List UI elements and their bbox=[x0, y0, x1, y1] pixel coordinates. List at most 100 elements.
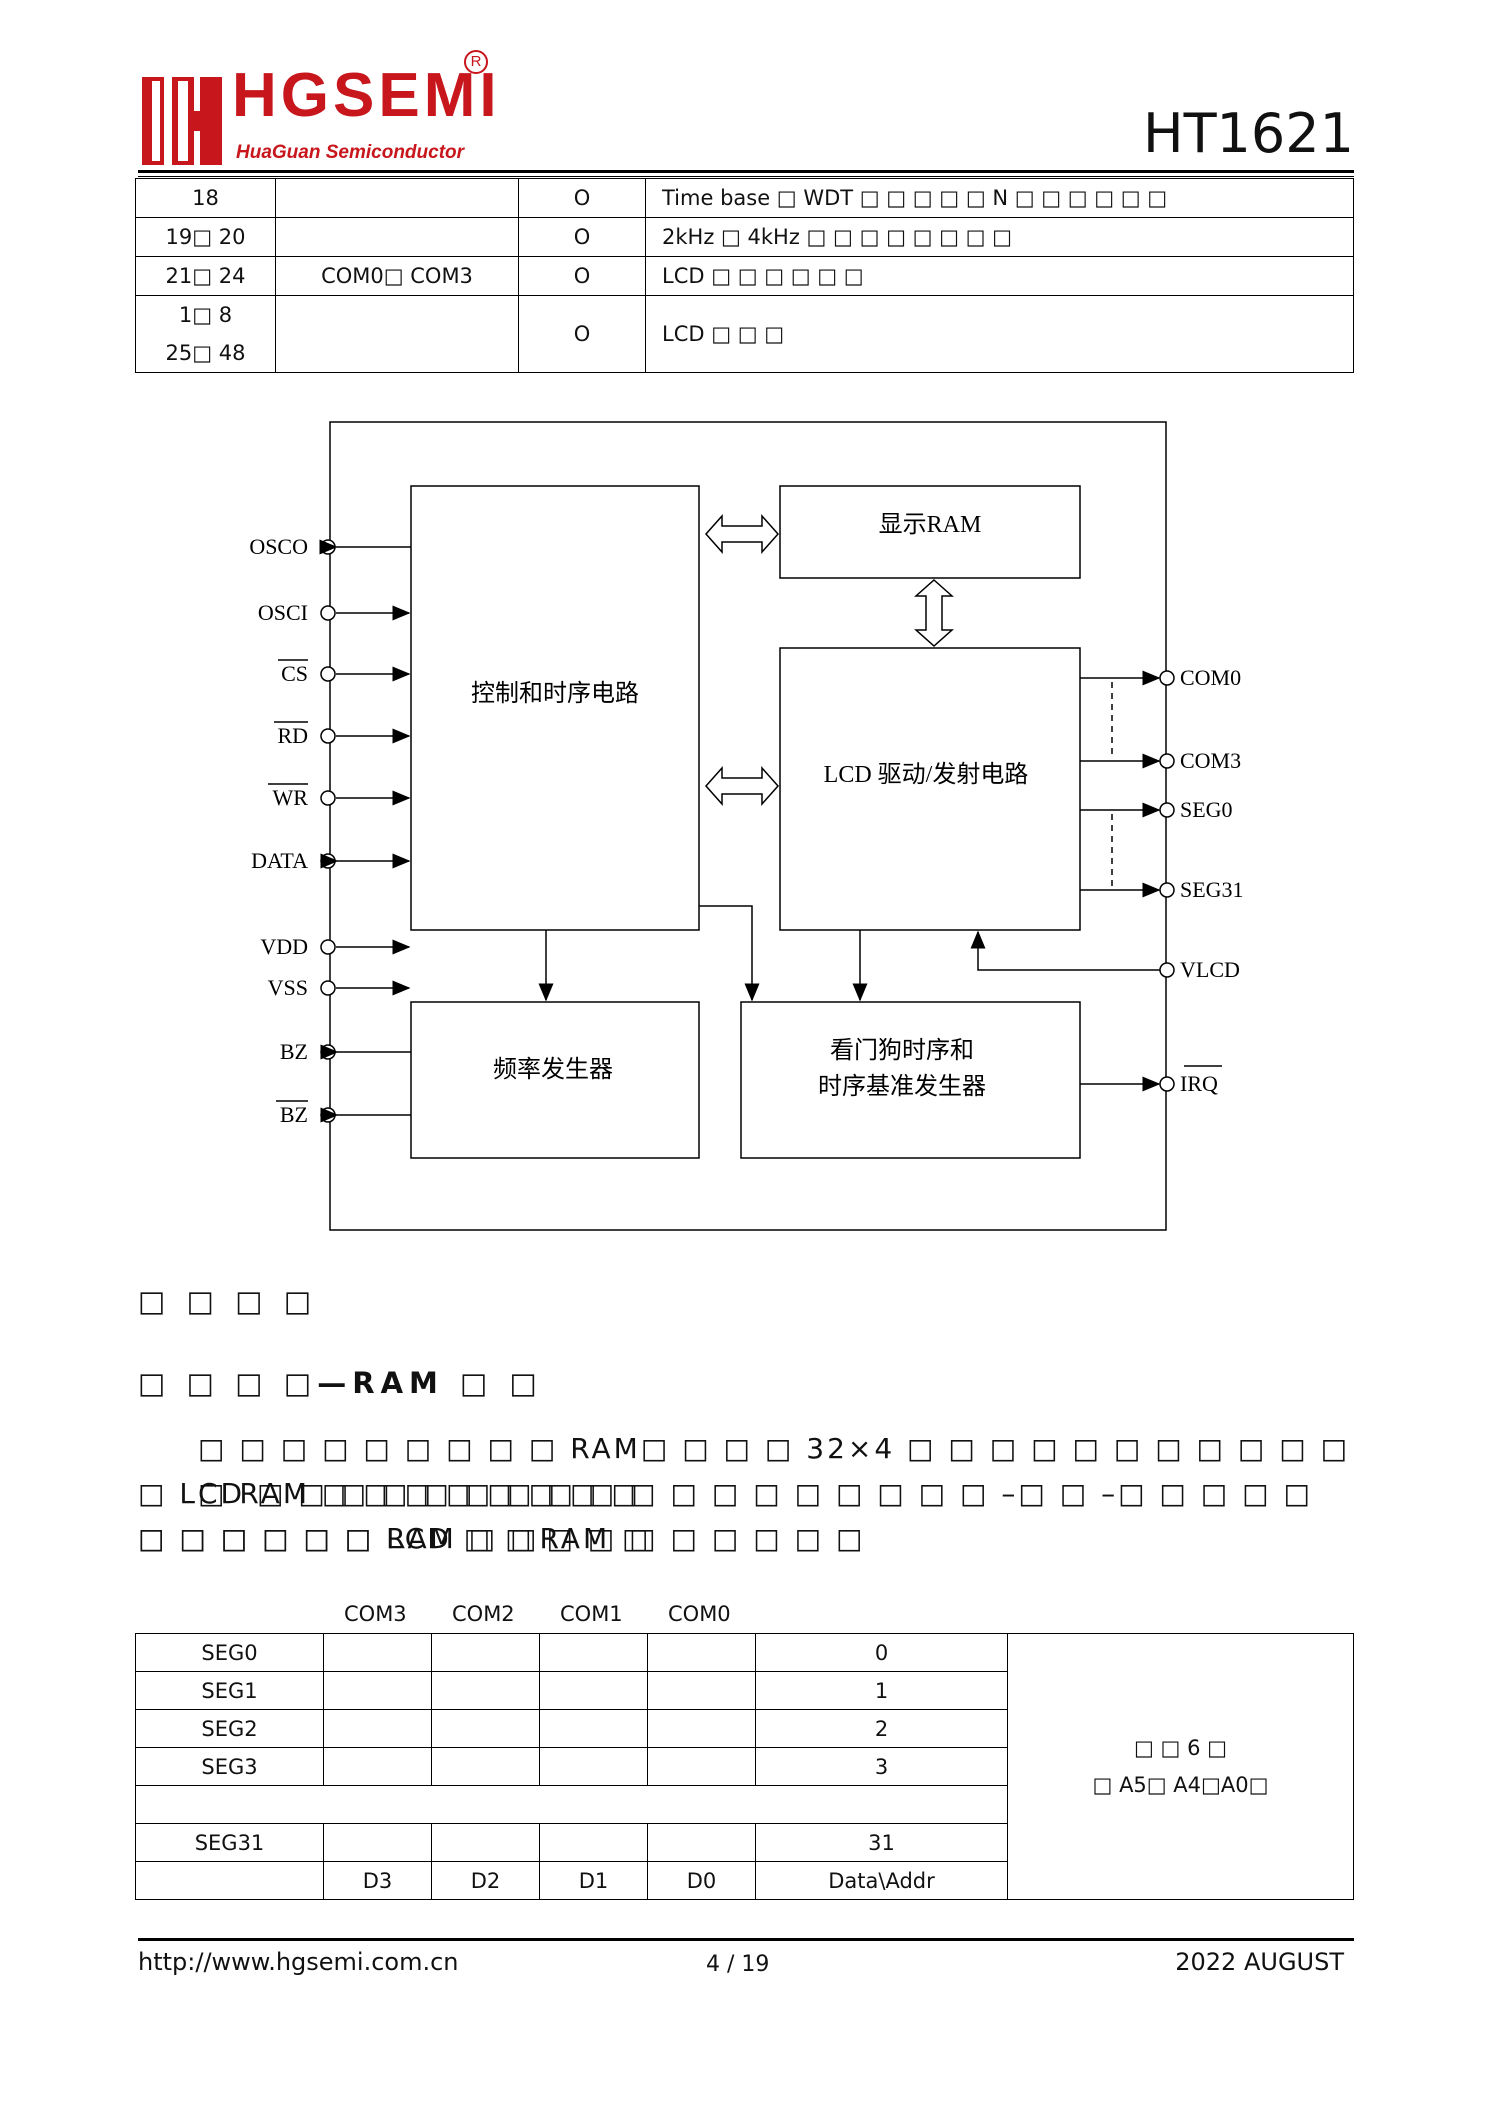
pin-name bbox=[275, 295, 519, 373]
pin-vss: VSS bbox=[268, 975, 308, 1000]
logo-mark-icon bbox=[142, 77, 222, 165]
wdt-label-1: 看门狗时序和 bbox=[830, 1037, 974, 1064]
pin-io: O bbox=[518, 295, 646, 373]
table-row: D3 D2 D1 D0 Data\Addr bbox=[135, 1861, 1354, 1900]
table-row bbox=[135, 1785, 1354, 1824]
bus-arrow-icon bbox=[704, 766, 780, 806]
ram-label: 显示RAM bbox=[879, 512, 982, 538]
table-row: 21□ 24 COM0□ COM3 O LCD □ □ □ □ □ □ bbox=[135, 256, 1354, 296]
section-subtitle: □ □ □ □—RAM □ □ bbox=[138, 1366, 543, 1400]
paragraph-line: □ □ □ □ □ □ LCD □ □ □ □ □ □ □ □ □ □ bbox=[138, 1522, 866, 1555]
wdt-block bbox=[740, 1001, 1081, 1159]
logo-subtitle: HuaGuan Semiconductor bbox=[236, 142, 465, 163]
pin-com0: COM0 bbox=[1180, 665, 1241, 690]
block-diagram: 控制和时序电路 显示RAM LCD 驱动/发射电路 频率发生器 看门狗时序和 时… bbox=[249, 421, 1244, 1231]
bus-arrow-icon bbox=[914, 578, 954, 648]
pin-wr: WR bbox=[273, 785, 309, 810]
pin-osco: OSCO bbox=[249, 534, 308, 559]
table-row: SEG3 3 bbox=[135, 1747, 1354, 1786]
section-title: □ □ □ □ bbox=[138, 1284, 318, 1318]
seg-cell: SEG1 bbox=[135, 1671, 324, 1710]
table-row: SEG0 0 □ □ 6 □ □ A5□ A4□A0□ bbox=[135, 1633, 1354, 1900]
addr-cell: 0 bbox=[755, 1633, 1008, 1672]
seg-cell: SEG3 bbox=[135, 1747, 324, 1786]
lcd-label: LCD 驱动/发射电路 bbox=[824, 761, 1029, 788]
pin-name bbox=[275, 217, 519, 257]
addr-cell: 3 bbox=[755, 1747, 1008, 1786]
pin-vlcd: VLCD bbox=[1180, 957, 1240, 982]
seg-cell: SEG0 bbox=[135, 1633, 324, 1672]
table-row: SEG1 1 bbox=[135, 1671, 1354, 1710]
addr-cell: 2 bbox=[755, 1709, 1008, 1748]
table-row: 18 O Time base □ WDT □ □ □ □ □ N □ □ □ □… bbox=[135, 178, 1354, 218]
freq-block bbox=[410, 1001, 700, 1159]
pin-cs: CS bbox=[281, 661, 308, 686]
wdt-label-2: 时序基准发生器 bbox=[818, 1073, 986, 1100]
pin-name bbox=[275, 178, 519, 218]
pin-desc: Time base □ WDT □ □ □ □ □ N □ □ □ □ □ □ bbox=[645, 178, 1354, 218]
registered-mark: R bbox=[464, 50, 488, 74]
address-note: □ □ 6 □ □ A5□ A4□A0□ bbox=[1007, 1633, 1354, 1900]
bus-arrow-icon bbox=[704, 514, 780, 554]
pin-bz: BZ bbox=[280, 1039, 308, 1064]
pin-com3: COM3 bbox=[1180, 748, 1241, 773]
pin-seg0: SEG0 bbox=[1180, 797, 1233, 822]
page-number: 4 / 19 bbox=[706, 1952, 770, 1977]
company-logo bbox=[138, 55, 498, 170]
ram-map-table: SEG0 0 □ □ 6 □ □ A5□ A4□A0□ SEG1 1 SEG2 … bbox=[135, 1633, 1354, 1900]
control-block bbox=[410, 485, 700, 931]
freq-label: 频率发生器 bbox=[493, 1056, 613, 1083]
model-number: HT1621 bbox=[1142, 102, 1354, 165]
col-header-com3: COM3 bbox=[344, 1602, 407, 1626]
seg-cell: SEG31 bbox=[135, 1823, 324, 1862]
pin-desc: 2kHz □ 4kHz □ □ □ □ □ □ □ □ bbox=[645, 217, 1354, 257]
addr-cell: 1 bbox=[755, 1671, 1008, 1710]
pin-number-line: 25□ 48 bbox=[165, 341, 246, 365]
pin-seg31: SEG31 bbox=[1180, 877, 1244, 902]
col-header-com0: COM0 bbox=[668, 1602, 731, 1626]
pin-number: 19□ 20 bbox=[135, 217, 276, 257]
addr-cell: 31 bbox=[755, 1823, 1008, 1862]
pin-desc: LCD □ □ □ □ □ □ bbox=[645, 256, 1354, 296]
pin-name: COM0□ COM3 bbox=[275, 256, 519, 296]
subtitle-ram: —RAM □ □ bbox=[317, 1366, 543, 1400]
pin-rd: RD bbox=[277, 723, 308, 748]
logo-text: HGSEMI bbox=[232, 61, 501, 130]
control-label: 控制和时序电路 bbox=[471, 680, 639, 707]
footer-rule bbox=[138, 1938, 1354, 1941]
pin-number-line: 1□ 8 bbox=[178, 303, 233, 327]
pin-bz-bar: BZ bbox=[280, 1102, 308, 1127]
pin-data: DATA bbox=[251, 848, 308, 873]
pin-io: O bbox=[518, 178, 646, 218]
note-line: □ □ 6 □ bbox=[1134, 1735, 1227, 1760]
ram-block bbox=[779, 485, 1081, 579]
ellipsis-row bbox=[135, 1785, 1008, 1824]
pin-desc: LCD □ □ □ bbox=[645, 295, 1354, 373]
table-row: SEG2 2 bbox=[135, 1709, 1354, 1748]
pin-io: O bbox=[518, 256, 646, 296]
note-line: □ A5□ A4□A0□ bbox=[1092, 1772, 1269, 1797]
bit-label: D3 bbox=[323, 1861, 432, 1900]
pin-table: 18 O Time base □ WDT □ □ □ □ □ N □ □ □ □… bbox=[135, 178, 1354, 373]
pin-number: 21□ 24 bbox=[135, 256, 276, 296]
data-addr-label: Data\Addr bbox=[755, 1861, 1008, 1900]
paragraph-line: □ □ □ □ □ □ □ □ □ RAM□ □ □ □ 32×4 □ □ □ … bbox=[198, 1432, 1351, 1510]
footer-date: 2022 AUGUST bbox=[1175, 1948, 1344, 1976]
seg-cell: SEG2 bbox=[135, 1709, 324, 1748]
table-row: 1□ 8 25□ 48 O LCD □ □ □ bbox=[135, 295, 1354, 373]
col-header-com1: COM1 bbox=[560, 1602, 623, 1626]
subtitle-prefix: □ □ □ □ bbox=[138, 1366, 318, 1400]
pin-vdd: VDD bbox=[260, 934, 308, 959]
paragraph-line: □ LCD □ □ □ □ □ □ □ □ □ □ □ □ □ □ □ □ □ … bbox=[138, 1477, 1313, 1555]
bit-label: D0 bbox=[647, 1861, 756, 1900]
pin-irq: IRQ bbox=[1180, 1071, 1218, 1096]
table-row: SEG31 31 bbox=[135, 1823, 1354, 1862]
pin-io: O bbox=[518, 217, 646, 257]
lcd-block bbox=[779, 647, 1081, 931]
bit-label: D1 bbox=[539, 1861, 648, 1900]
table-row: 19□ 20 O 2kHz □ 4kHz □ □ □ □ □ □ □ □ bbox=[135, 217, 1354, 257]
footer-url[interactable]: http://www.hgsemi.com.cn bbox=[138, 1948, 459, 1976]
pin-osci: OSCI bbox=[258, 600, 308, 625]
header-rule bbox=[138, 170, 1354, 177]
pin-number: 18 bbox=[135, 178, 276, 218]
